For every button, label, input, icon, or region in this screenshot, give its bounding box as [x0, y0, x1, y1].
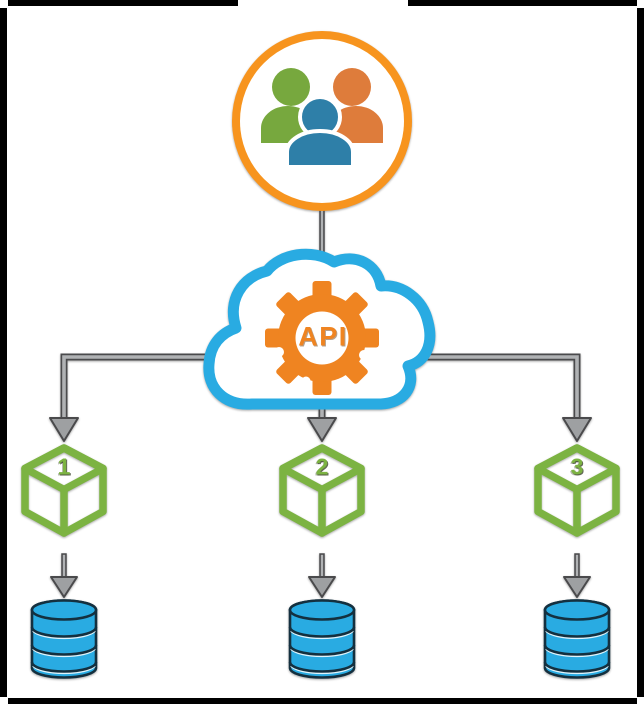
- edge-artifact-right: [637, 8, 644, 697]
- edge-artifact-bottom: [8, 698, 637, 704]
- database-2-icon: [288, 599, 356, 679]
- connector-api-to-service-3: [410, 353, 592, 442]
- edge-artifact-top-left: [8, 0, 238, 6]
- database-3-icon: [543, 599, 611, 679]
- database-1-icon: [30, 599, 98, 679]
- edge-artifact-left: [0, 8, 7, 697]
- gear-icon: [265, 281, 379, 395]
- person-orange-icon: [329, 68, 383, 143]
- person-blue-icon: [285, 95, 355, 169]
- connector-api-to-service-1: [49, 353, 234, 442]
- arrow-service-3-to-db-icon: [564, 556, 590, 597]
- arrow-service-2-to-db-icon: [309, 556, 335, 597]
- api-label: API: [298, 321, 348, 352]
- arrow-service-1-to-db-icon: [51, 556, 77, 597]
- edge-artifact-top-right: [408, 0, 637, 6]
- service-1-number: 1: [57, 453, 71, 480]
- service-3-number: 3: [570, 453, 584, 480]
- service-2-number: 2: [315, 453, 329, 480]
- user-group-icon: [232, 31, 412, 211]
